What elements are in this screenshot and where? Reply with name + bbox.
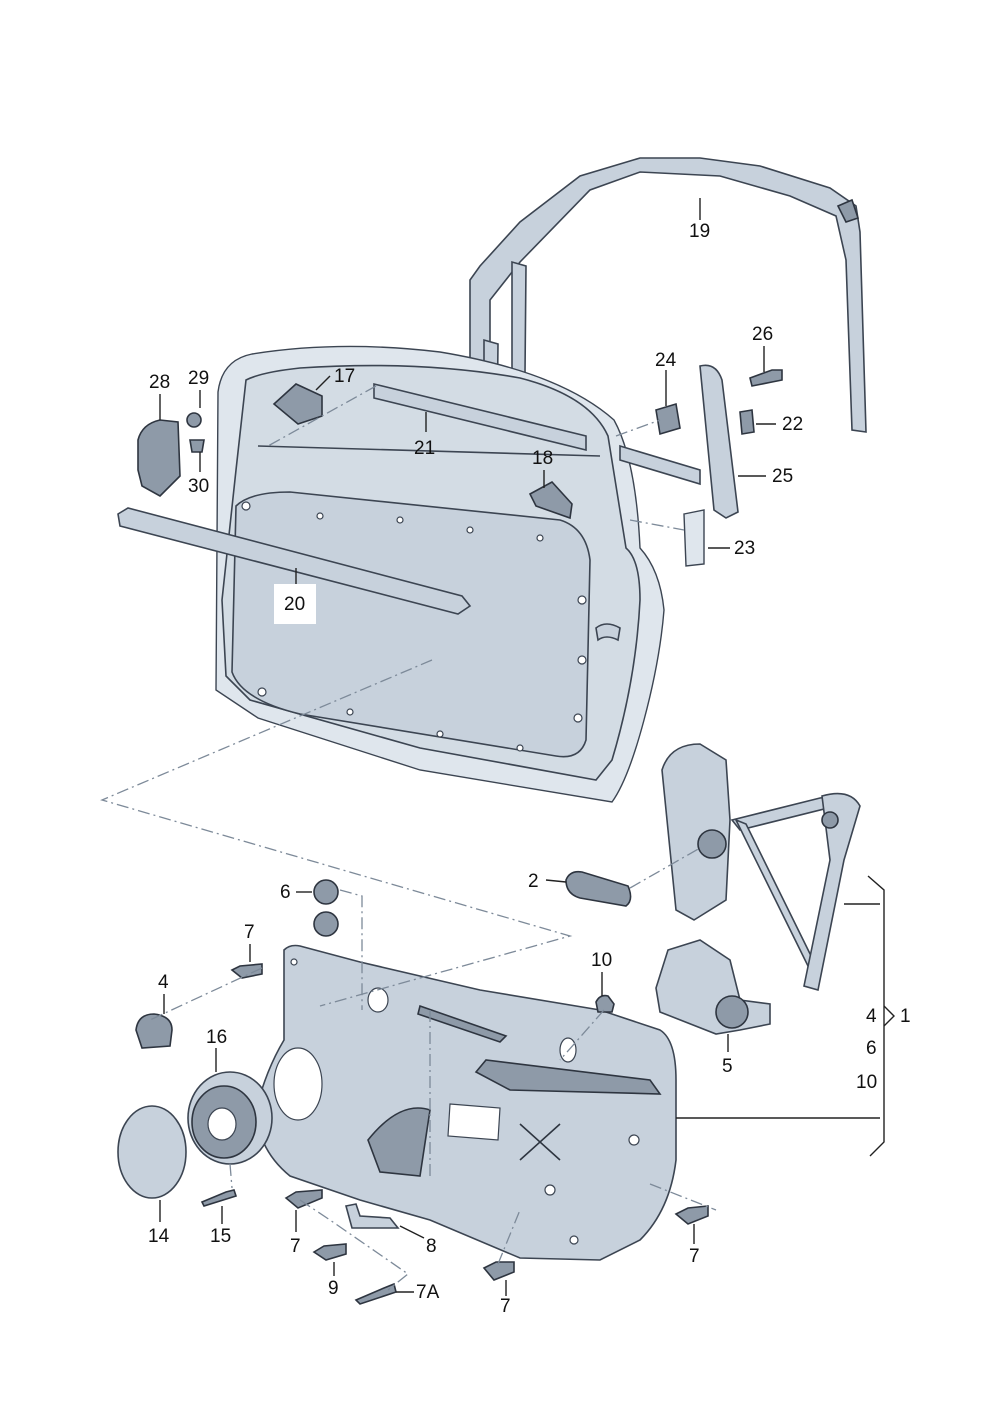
nut-29 <box>186 412 202 428</box>
label-1: 1 <box>900 1006 911 1027</box>
leader-lines <box>159 198 895 1296</box>
label-7-d: 7 <box>689 1246 700 1267</box>
label-7-b: 7 <box>290 1236 301 1257</box>
bolts-7 <box>230 963 709 1281</box>
guide-rail-25 <box>699 364 739 519</box>
screw-26 <box>749 369 783 387</box>
clip-24 <box>655 402 681 436</box>
bracket-8 <box>345 1203 400 1229</box>
label-7-c: 7 <box>500 1296 511 1317</box>
label-26: 26 <box>752 324 773 345</box>
bracket-18 <box>528 480 573 520</box>
label-6-group: 6 <box>866 1038 877 1059</box>
part-labels: 19 26 24 22 25 23 17 21 18 28 29 30 20 2… <box>148 221 911 1317</box>
label-19: 19 <box>689 221 710 242</box>
nut-10 <box>595 994 615 1013</box>
label-10-group: 10 <box>856 1072 877 1093</box>
label-17: 17 <box>334 366 355 387</box>
label-21: 21 <box>414 438 435 459</box>
bracket-17 <box>272 383 323 425</box>
handle-cap-28 <box>137 419 181 497</box>
trim-23 <box>683 509 705 567</box>
bolt-9 <box>312 1243 347 1261</box>
label-20: 20 <box>284 594 305 615</box>
window-regulator <box>661 743 861 992</box>
label-7A: 7A <box>416 1282 440 1303</box>
rear-window-seal <box>619 444 701 486</box>
cap-22 <box>739 409 755 435</box>
rivet-7A <box>354 1282 397 1305</box>
label-9: 9 <box>328 1278 339 1299</box>
label-28: 28 <box>149 372 170 393</box>
label-18: 18 <box>532 448 553 469</box>
label-22: 22 <box>782 414 803 435</box>
label-5: 5 <box>722 1056 733 1077</box>
door-shell <box>215 345 665 803</box>
plug-6 <box>313 879 339 937</box>
speaker-cover-14 <box>117 1105 187 1199</box>
assembly-lines <box>100 385 717 1291</box>
label-14: 14 <box>148 1226 170 1247</box>
label-10: 10 <box>591 950 612 971</box>
label-4-group: 4 <box>866 1006 877 1027</box>
label-7-a: 7 <box>244 922 255 943</box>
label-15: 15 <box>210 1226 231 1247</box>
window-motor-5 <box>655 939 771 1035</box>
label-24: 24 <box>655 350 677 371</box>
nut-4 <box>135 1013 173 1049</box>
assembly-carrier <box>255 944 677 1261</box>
label-29: 29 <box>188 368 209 389</box>
label-23: 23 <box>734 538 755 559</box>
label-8: 8 <box>426 1236 437 1257</box>
outer-window-seal <box>117 507 472 615</box>
label-4: 4 <box>158 972 169 993</box>
speaker-16 <box>187 1071 273 1165</box>
label-6: 6 <box>280 882 291 903</box>
label-16: 16 <box>206 1027 227 1048</box>
label-25: 25 <box>772 466 793 487</box>
label-2: 2 <box>528 871 539 892</box>
label-20-box <box>274 584 316 624</box>
rivet-15 <box>200 1189 238 1207</box>
inner-window-seal <box>373 382 587 452</box>
crank-handle-2 <box>565 870 632 907</box>
label-30: 30 <box>188 476 209 497</box>
screw-30 <box>189 439 205 453</box>
